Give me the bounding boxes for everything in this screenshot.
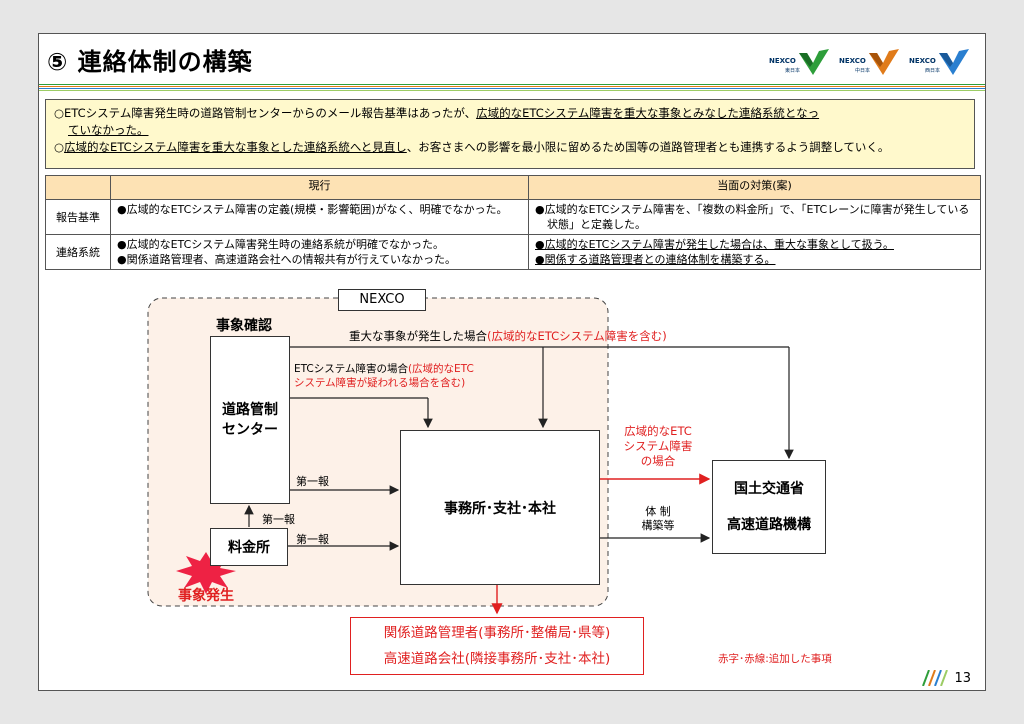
row-current: ●広域的なETCシステム障害発生時の連絡系統が明確でなかった。●関係道路管理者、… [110,234,529,270]
row-current: ●広域的なETCシステム障害の定義(規模・影響範囲)がなく、明確でなかった。 [110,199,529,235]
mlit-box: 国土交通省高速道路機構 [712,460,826,554]
system-build-label: 体 制構築等 [641,505,675,532]
legend-note: 赤字･赤線:追加した事項 [718,653,832,665]
title-underline [39,84,985,91]
toll-gate-box: 料金所 [210,528,288,566]
event-confirm-label: 事象確認 [216,318,272,334]
nexco-label: NEXCO [338,289,426,311]
row-label: 連絡系統 [45,234,111,270]
summary-line2-underline: 広域的なETCシステム障害を重大な事象とした連絡系統へと見直し [64,140,407,154]
first-report-label: 第一報 [296,533,329,546]
event-occur-label: 事象発生 [178,588,234,604]
page-title: ⑤ 連絡体制の構築 [47,48,253,76]
road-control-center-box: 道路管制センター [210,336,290,504]
summary-line2-text: 、お客さまへの影響を最小限に留めるため国等の道路管理者とも連携するよう調整してい… [406,140,890,154]
summary-line1-cont: ていなかった。 [68,123,149,137]
office-box: 事務所･支社･本社 [400,430,600,585]
stripes-icon [922,670,948,686]
row-measure: ●広域的なETCシステム障害が発生した場合は、重大な事象として扱う。●関係する道… [528,234,981,270]
row-label: 報告基準 [45,199,111,235]
first-report-label: 第一報 [262,513,295,526]
comparison-table: 現行 当面の対策(案) 報告基準 ●広域的なETCシステム障害の定義(規模・影響… [45,175,981,270]
first-report-label: 第一報 [296,475,329,488]
header-measure: 当面の対策(案) [528,175,981,200]
table-row: 報告基準 ●広域的なETCシステム障害の定義(規模・影響範囲)がなく、明確でなか… [45,199,981,235]
major-event-label: 重大な事象が発生した場合(広域的なETCシステム障害を含む) [349,329,667,343]
row-measure: ●広域的なETCシステム障害を、「複数の料金所」で、「ETCレーンに障害が発生し… [528,199,981,235]
related-managers-box: 関係道路管理者(事務所･整備局･県等)高速道路会社(隣接事務所･支社･本社) [350,617,644,675]
summary-line1-underline: 広域的なETCシステム障害を重大な事象とみなした連絡系統となっ [476,106,820,120]
etc-case-label: ETCシステム障害の場合(広域的なETC システム障害が疑われる場合を含む) [294,363,474,389]
summary-box: ○ETCシステム障害発生時の道路管制センターからのメール報告基準はあったが、広域… [45,99,975,169]
page-number: 13 [954,671,971,686]
table-row: 連絡系統 ●広域的なETCシステム障害発生時の連絡系統が明確でなかった。●関係道… [45,234,981,270]
summary-line1-text: ○ETCシステム障害発生時の道路管制センターからのメール報告基準はあったが、 [54,106,477,120]
